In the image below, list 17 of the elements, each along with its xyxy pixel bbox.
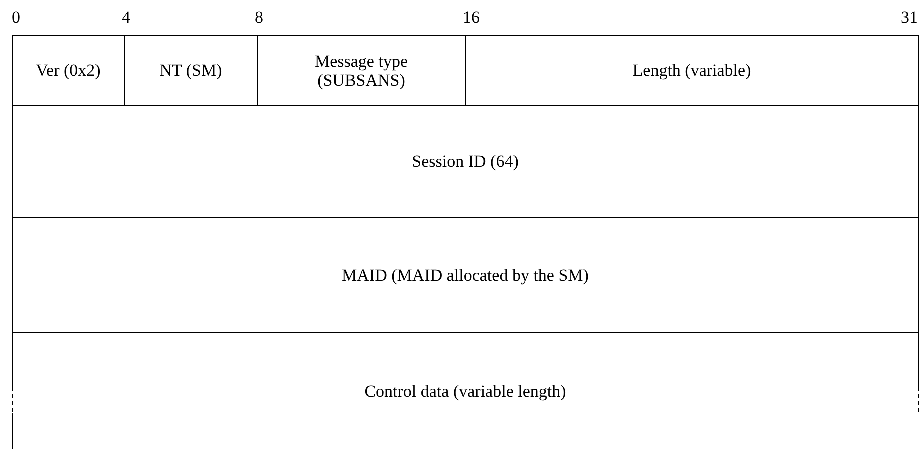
field-box: [12, 332, 919, 449]
bit-number: 31: [901, 8, 918, 27]
bit-number: 16: [463, 8, 480, 27]
field-label: MAID (MAID allocated by the SM): [342, 266, 589, 284]
field-box: [12, 217, 919, 333]
field-label: Session ID (64): [412, 152, 519, 171]
field-box: [12, 105, 919, 218]
field-box: [465, 35, 919, 106]
field-label: Control data (variable length): [364, 382, 566, 400]
field-label: Message type (SUBSANS): [314, 52, 409, 90]
field-label: Length (variable): [632, 61, 752, 80]
field-label: Ver (0x2): [36, 61, 101, 80]
field-box: [12, 35, 125, 106]
bit-number: 8: [255, 8, 264, 27]
field-label: NT (SM): [160, 61, 222, 80]
bit-number: 4: [122, 8, 130, 27]
bit-number: 0: [12, 8, 20, 27]
